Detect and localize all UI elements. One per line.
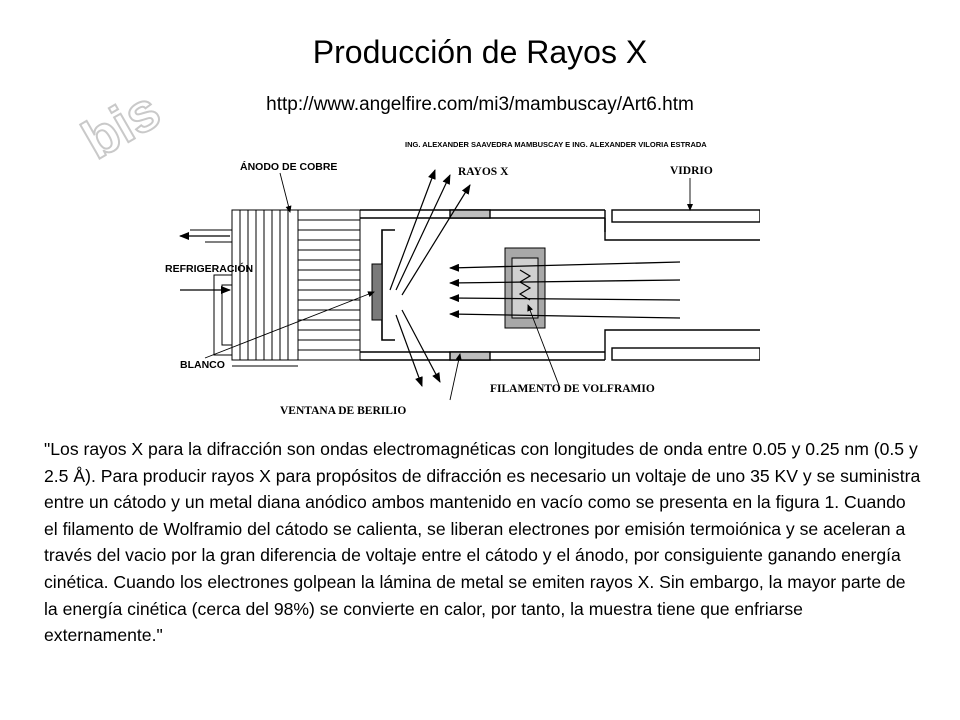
label-vidrio: VIDRIO <box>670 165 713 177</box>
xray-beams <box>389 169 471 387</box>
copper-anode <box>231 209 361 361</box>
cooling-pipes <box>190 229 298 367</box>
label-refrigeracion: REFRIGERACIÓN <box>165 262 253 275</box>
cooling-arrows <box>179 232 231 294</box>
label-anodo: ÁNODO DE COBRE <box>240 160 337 173</box>
leader-lines <box>204 172 693 401</box>
slide-title: Producción de Rayos X <box>312 34 648 70</box>
description-paragraph: "Los rayos X para la difracción son onda… <box>44 439 921 646</box>
glass-tube <box>360 209 760 361</box>
label-ventana: VENTANA DE BERILIO <box>280 405 406 417</box>
label-filamento: FILAMENTO DE VOLFRAMIO <box>490 383 655 395</box>
label-rayos: RAYOS X <box>458 166 509 178</box>
electron-beams <box>449 261 681 319</box>
label-blanco: BLANCO <box>180 359 225 371</box>
diagram-credit: ING. ALEXANDER SAAVEDRA MAMBUSCAY E ING.… <box>405 140 707 149</box>
source-url[interactable]: http://www.angelfire.com/mi3/mambuscay/A… <box>266 94 694 115</box>
xray-tube-diagram: ING. ALEXANDER SAAVEDRA MAMBUSCAY E ING.… <box>165 140 760 417</box>
